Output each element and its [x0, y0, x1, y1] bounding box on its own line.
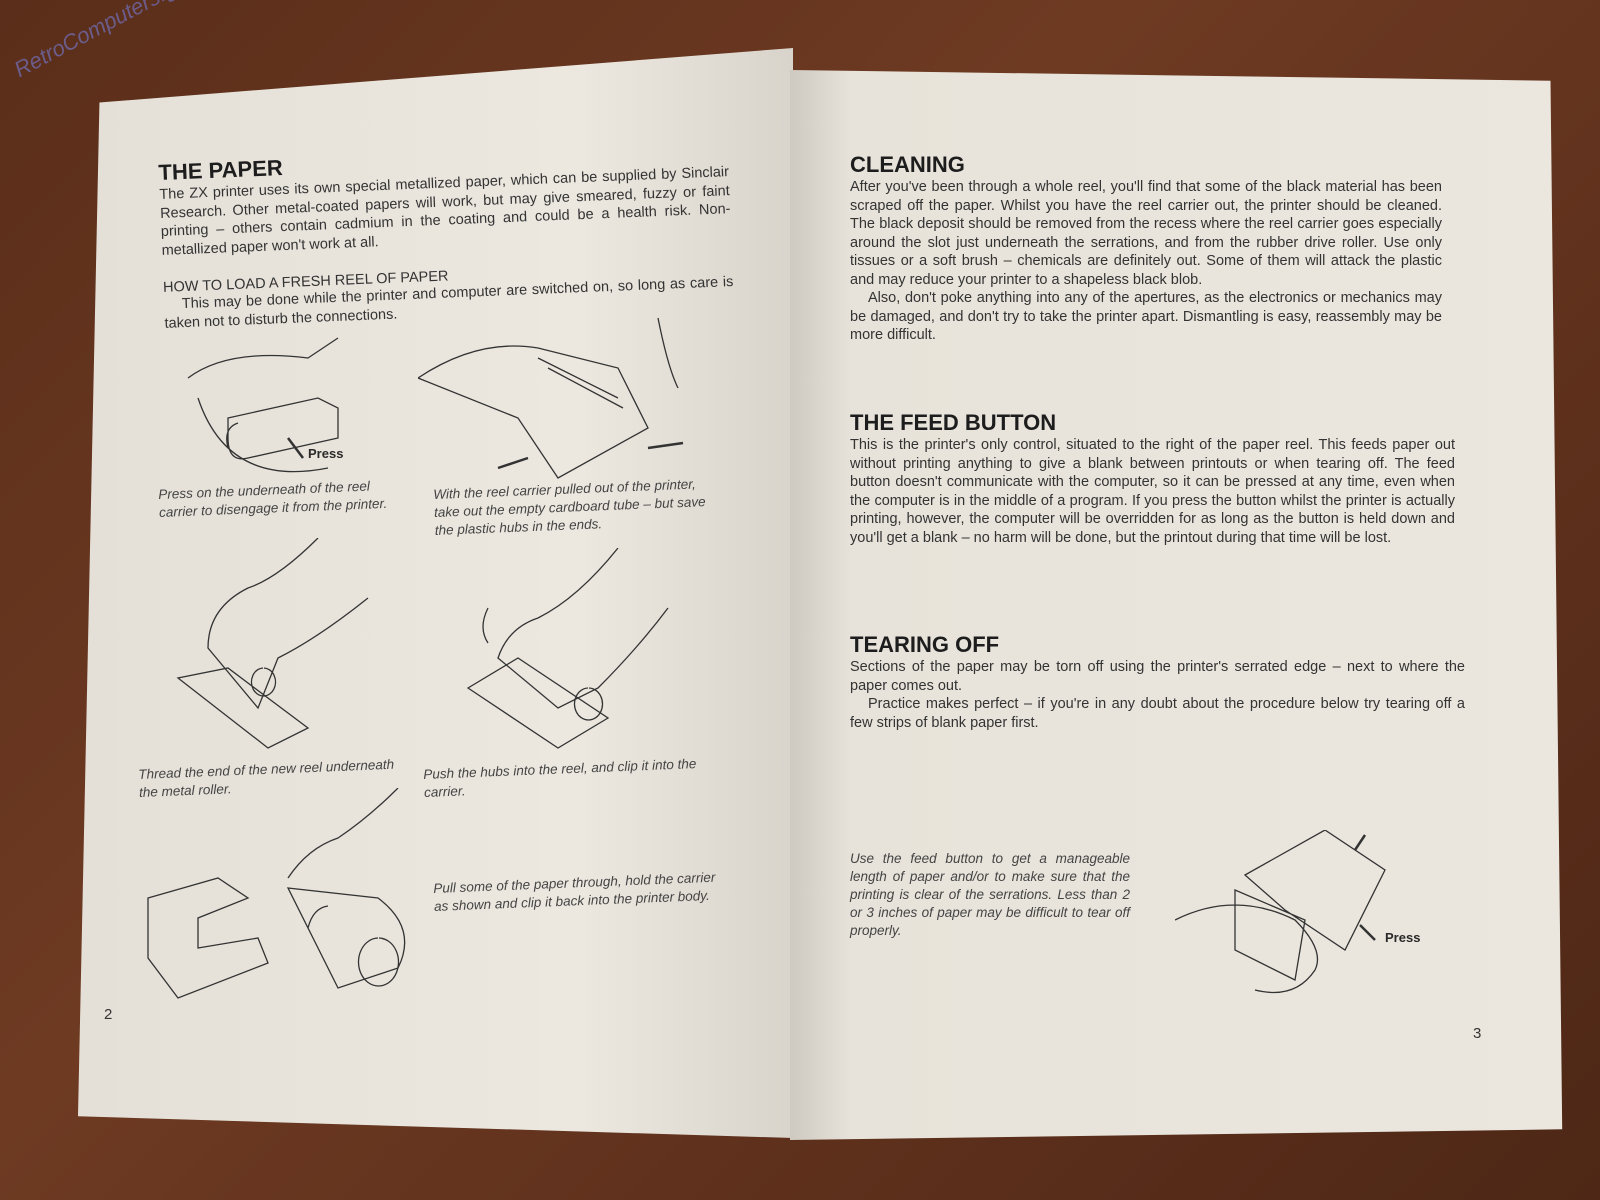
press-reel-carrier-illustration — [187, 337, 339, 473]
feed-button-section: THE FEED BUTTON This is the printer's on… — [850, 410, 1455, 547]
caption-2: With the reel carrier pulled out of the … — [433, 476, 706, 538]
page-number-right: 3 — [1473, 1025, 1482, 1042]
cleaning-text-1: After you've been through a whole reel, … — [850, 179, 1442, 288]
watermark: RetroComputers.gr — [10, 0, 187, 83]
tearing-off-section: TEARING OFF Sections of the paper may be… — [850, 632, 1465, 732]
tearing-illustration — [1175, 830, 1386, 994]
paper-section: THE PAPER The ZX printer uses its own sp… — [158, 137, 734, 333]
tearing-caption: Use the feed button to get a manageable … — [850, 851, 1130, 938]
cleaning-text-2: Also, don't poke anything into any of th… — [850, 290, 1442, 343]
section-heading-feed-button: THE FEED BUTTON — [850, 410, 1057, 435]
thread-reel-illustration — [176, 538, 369, 749]
caption-4: Push the hubs into the reel, and clip it… — [423, 756, 697, 800]
tearing-text-1: Sections of the paper may be torn off us… — [850, 659, 1465, 694]
push-hubs-illustration — [466, 548, 669, 749]
remove-tube-illustration — [418, 317, 684, 479]
section-heading-tearing-off: TEARING OFF — [850, 632, 1000, 657]
section-heading-cleaning: CLEANING — [850, 152, 965, 177]
cleaning-section: CLEANING After you've been through a who… — [850, 152, 1442, 345]
caption-5: Pull some of the paper through, hold the… — [433, 869, 716, 914]
clip-carrier-illustration — [147, 788, 406, 999]
press-label: Press — [308, 446, 344, 461]
left-page: THE PAPER The ZX printer uses its own sp… — [78, 48, 793, 1138]
tearing-text-2: Practice makes perfect – if you're in an… — [850, 696, 1465, 731]
feed-button-text: This is the printer's only control, situ… — [850, 437, 1455, 546]
right-page: CLEANING After you've been through a who… — [790, 70, 1563, 1140]
page-number-left: 2 — [104, 1006, 113, 1023]
press-label-right: Press — [1385, 930, 1421, 945]
